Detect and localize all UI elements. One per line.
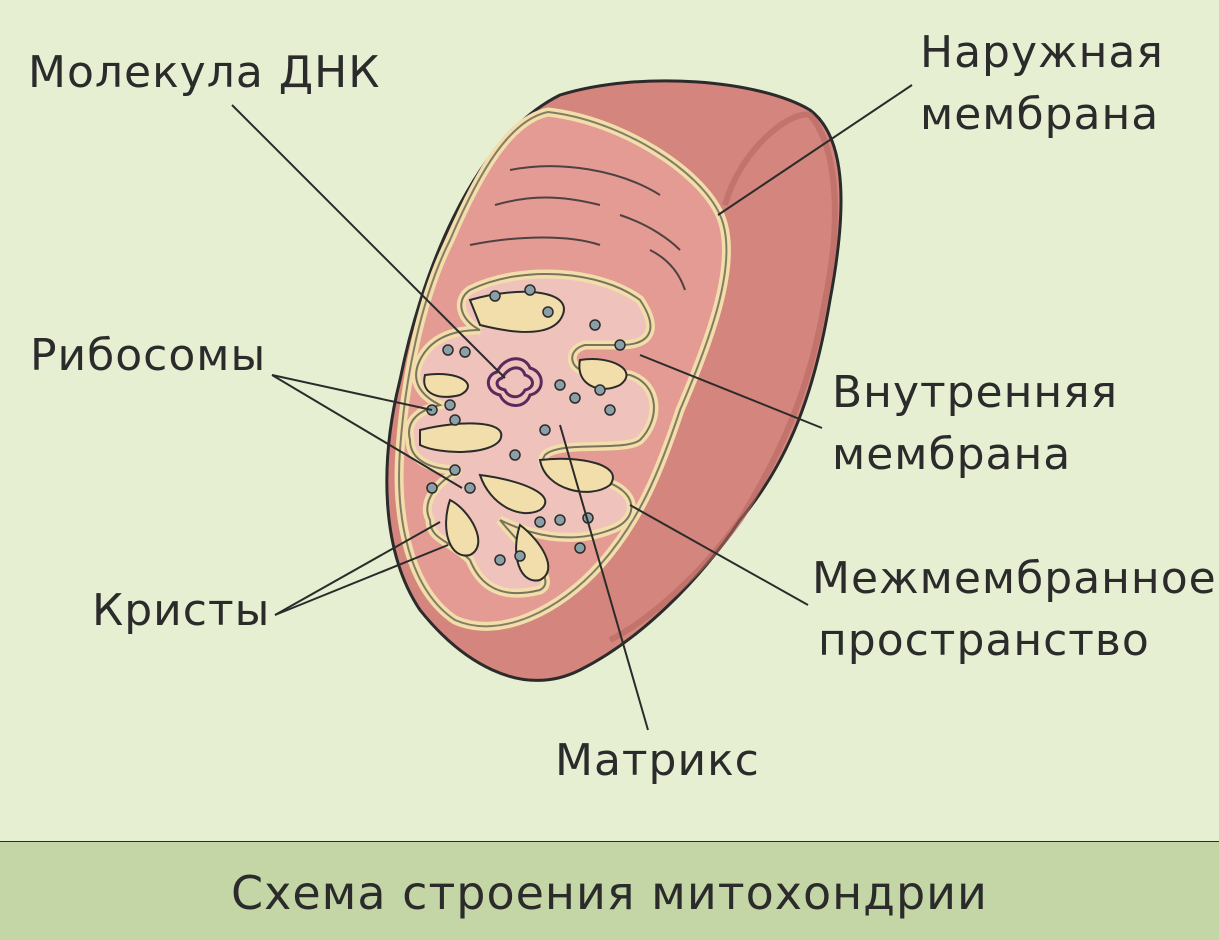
outer-membrane-band-outline [398, 110, 728, 628]
inner-membrane-label-line2: мембрана [832, 429, 1072, 480]
dna-molecule [486, 357, 543, 407]
dna-molecule-label: Молекула ДНК [28, 47, 381, 98]
intermembrane-space-label-line1: Межмембранное [812, 553, 1217, 604]
diagram-caption: Схема строения митохондрии [231, 866, 988, 920]
ribosomes-label: Рибосомы [30, 330, 267, 381]
inner-membrane-label-line1: Внутренняя [832, 367, 1119, 418]
cristae-label: Кристы [92, 585, 271, 636]
outer-membrane-label-line2: мембрана [920, 89, 1160, 140]
intermembrane-space-label-line2: пространство [818, 615, 1150, 666]
surface-hatching [469, 165, 686, 291]
outer-membrane-back-edge [608, 111, 838, 643]
matrix-label: Матрикс [555, 735, 760, 786]
outer-membrane-label-line1: Наружная [920, 27, 1164, 78]
caption-band [0, 842, 1219, 940]
leader-lines [231, 84, 913, 731]
ribosome-dots [426, 284, 626, 566]
